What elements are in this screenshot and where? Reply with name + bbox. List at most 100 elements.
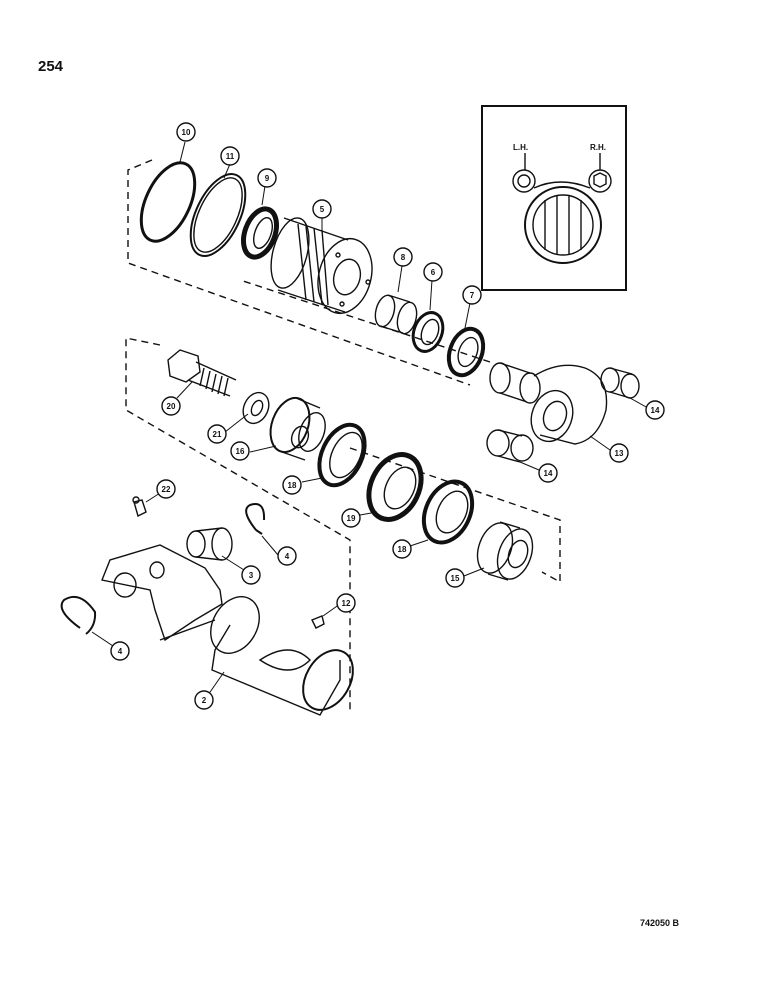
callout-circle <box>220 146 240 166</box>
callout-10: 10 <box>176 122 196 142</box>
part-14-bushing-lower <box>486 429 534 463</box>
callout-7: 7 <box>462 285 482 305</box>
callout-12: 12 <box>336 593 356 613</box>
leader-lines <box>91 141 649 696</box>
part-7-seal <box>446 326 486 378</box>
callout-label: 13 <box>615 449 624 458</box>
callout-4: 4 <box>110 641 130 661</box>
callout-20: 20 <box>161 396 181 416</box>
callout-3: 3 <box>241 565 261 585</box>
part-5-gland <box>270 217 373 315</box>
inset-label-lh: L.H. <box>513 143 528 152</box>
callout-circle <box>282 475 302 495</box>
callout-label: 11 <box>226 152 235 161</box>
callout-circle <box>341 508 361 528</box>
part-21-washer <box>242 391 270 425</box>
callout-14: 14 <box>538 463 558 483</box>
callout-circle <box>392 539 412 559</box>
callout-21: 21 <box>207 424 227 444</box>
callout-label: 20 <box>167 402 176 411</box>
part-19-seal <box>366 452 424 522</box>
callout-circle <box>176 122 196 142</box>
middle-group-outline <box>125 337 561 712</box>
callout-22: 22 <box>156 479 176 499</box>
callout-19: 19 <box>341 508 361 528</box>
page-number: 254 <box>38 58 64 75</box>
callout-label: 9 <box>265 174 270 183</box>
part-22-grease-fitting <box>132 496 147 518</box>
callout-8: 8 <box>393 247 413 267</box>
callout-circle <box>257 168 277 188</box>
part-14-bushing-upper <box>600 367 640 399</box>
callout-label: 19 <box>347 514 356 523</box>
callout-11: 11 <box>220 146 240 166</box>
part-15-piston-nut <box>476 521 534 581</box>
inset-cylinder-end-view <box>512 169 612 264</box>
part-18-seal-lower <box>421 479 475 545</box>
upper-group-outline <box>127 159 491 386</box>
callout-circle <box>462 285 482 305</box>
callout-18: 18 <box>282 475 302 495</box>
callout-circle <box>445 568 465 588</box>
callout-circle <box>609 443 629 463</box>
callout-14: 14 <box>645 400 665 420</box>
callout-16: 16 <box>230 441 250 461</box>
callout-label: 3 <box>249 571 254 580</box>
callout-label: 18 <box>288 481 297 490</box>
callout-label: 16 <box>236 447 245 456</box>
callout-18: 18 <box>392 539 412 559</box>
part-3-bushing <box>186 527 233 561</box>
callout-circle <box>156 479 176 499</box>
inset-box <box>481 105 627 291</box>
part-16-piston <box>269 396 326 461</box>
callout-2: 2 <box>194 690 214 710</box>
callout-label: 14 <box>651 406 660 415</box>
callout-9: 9 <box>257 168 277 188</box>
part-18-seal-upper <box>317 422 367 488</box>
part-4-snap-ring-lower <box>60 596 97 635</box>
callout-circle <box>538 463 558 483</box>
callout-circle <box>277 546 297 566</box>
callout-group: 10 11 9 5 8 6 7 20 21 16 18 19 18 15 14 14 13 22 4 3 4 12 2 <box>110 122 665 710</box>
callout-circle <box>194 690 214 710</box>
part-13-rod-eye <box>489 362 608 445</box>
part-6-ring <box>411 311 445 353</box>
part-11-backup-ring <box>189 173 247 257</box>
callout-label: 15 <box>451 574 460 583</box>
callout-15: 15 <box>445 568 465 588</box>
part-12-set-screw <box>311 615 325 629</box>
figure-code: 742050 B <box>640 918 680 928</box>
callout-circle <box>423 262 443 282</box>
callout-circle <box>207 424 227 444</box>
part-2-cylinder-barrel <box>101 544 354 716</box>
callout-circle <box>336 593 356 613</box>
part-4-snap-ring-upper <box>245 503 266 535</box>
inset-label-rh: R.H. <box>590 143 606 152</box>
callout-label: 2 <box>202 696 207 705</box>
callout-6: 6 <box>423 262 443 282</box>
callout-circle <box>241 565 261 585</box>
callout-13: 13 <box>609 443 629 463</box>
callout-label: 22 <box>162 485 171 494</box>
callout-5: 5 <box>312 199 332 219</box>
callout-circle <box>312 199 332 219</box>
callout-label: 18 <box>398 545 407 554</box>
callout-circle <box>110 641 130 661</box>
callout-label: 4 <box>285 552 290 561</box>
part-10-o-ring <box>139 161 197 243</box>
callout-label: 7 <box>470 291 475 300</box>
callout-label: 6 <box>431 268 436 277</box>
callout-circle <box>645 400 665 420</box>
callout-label: 14 <box>544 469 553 478</box>
callout-label: 12 <box>342 599 351 608</box>
part-8-bushing <box>374 294 418 335</box>
callout-circle <box>230 441 250 461</box>
callout-label: 4 <box>118 647 123 656</box>
callout-label: 10 <box>182 128 191 137</box>
callout-label: 8 <box>401 253 406 262</box>
callout-label: 21 <box>213 430 222 439</box>
callout-circle <box>161 396 181 416</box>
callout-circle <box>393 247 413 267</box>
part-20-bolt <box>167 349 237 397</box>
